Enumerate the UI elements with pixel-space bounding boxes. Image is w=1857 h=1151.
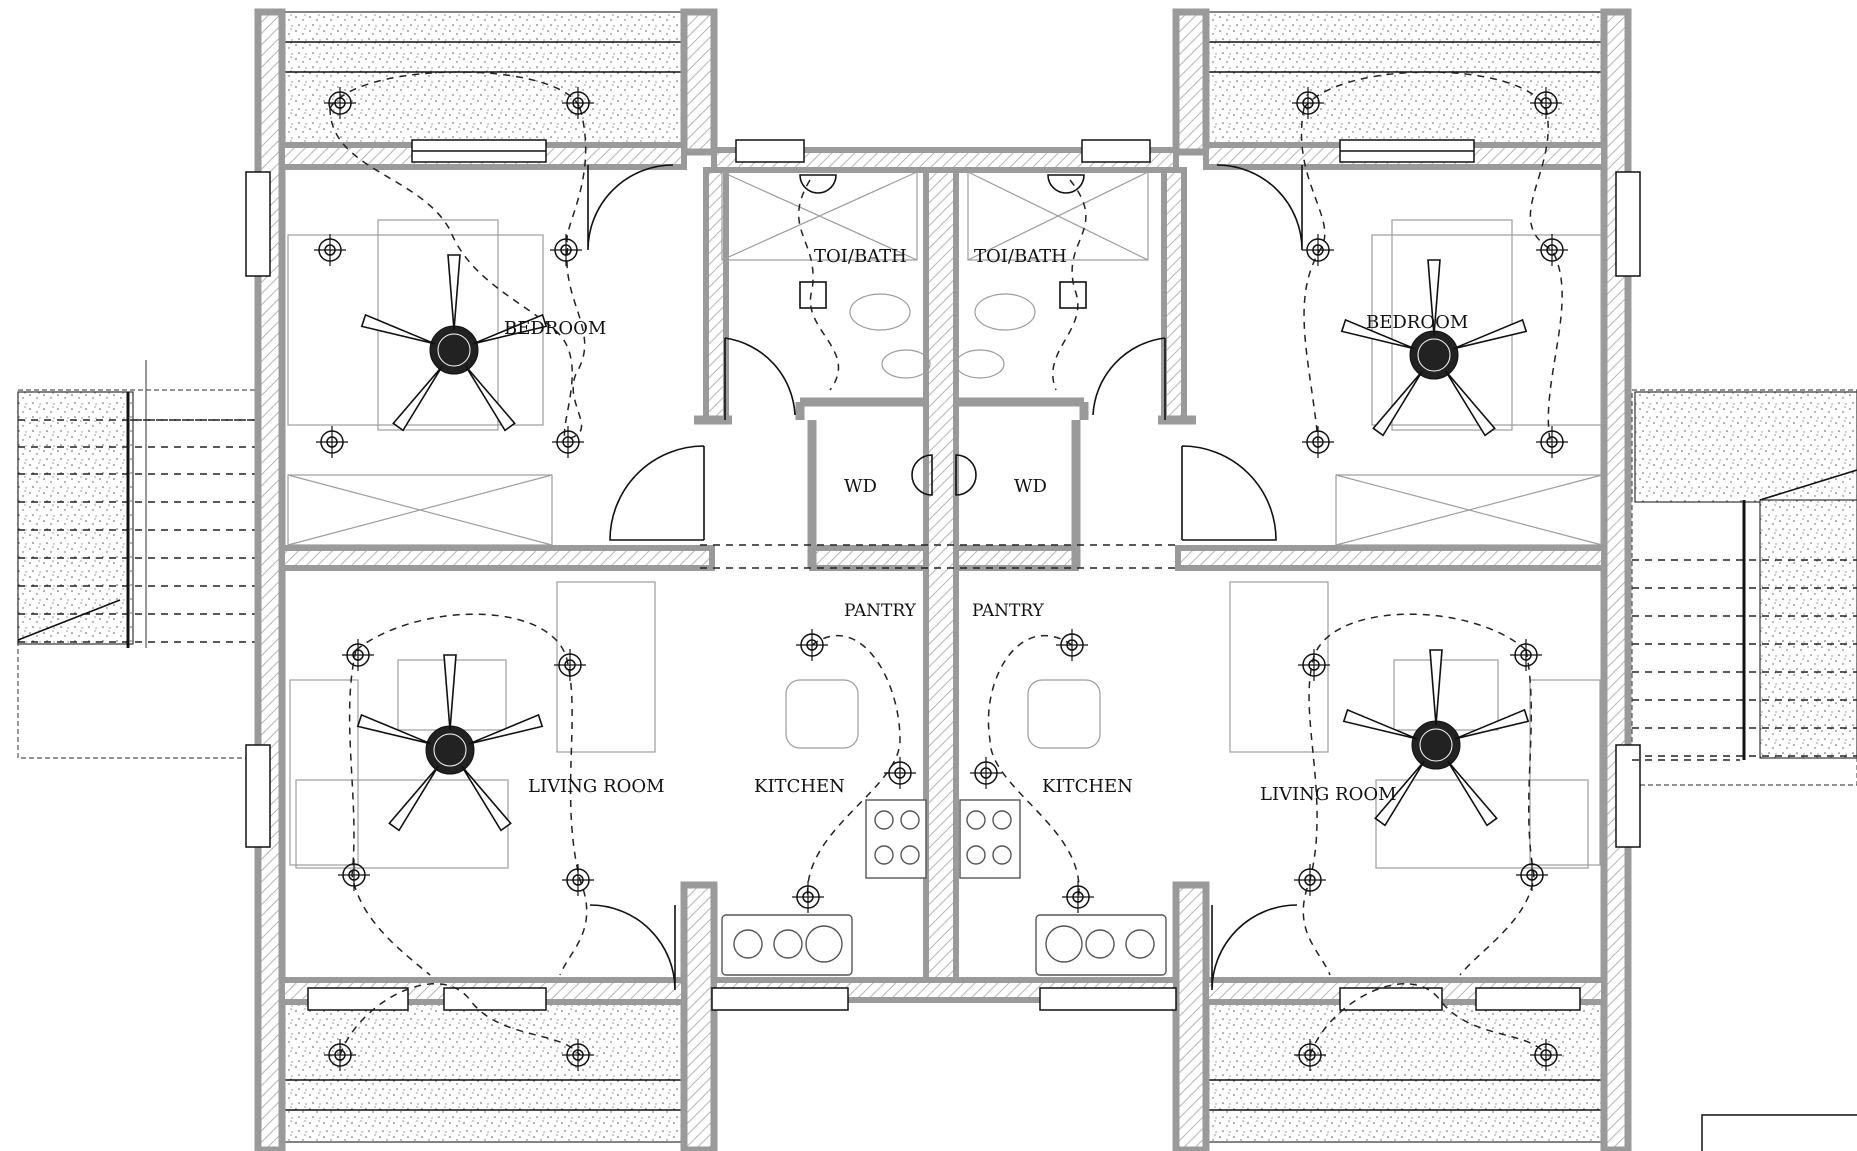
room-label-kitchen-left: KITCHEN [754,776,845,797]
room-label-living-right: LIVING ROOM [1260,784,1397,805]
balcony-bottom-right [1203,1001,1605,1143]
room-label-toi-bath-left: TOI/BATH [814,246,907,267]
staircase-left [17,360,259,759]
staircase-right [1631,389,1857,786]
balcony-bottom-left [281,1001,685,1143]
room-label-living-left: LIVING ROOM [528,776,665,797]
room-label-wd-right: WD [1014,476,1047,497]
sink-icon [733,925,1155,963]
room-label-kitchen-right: KITCHEN [1042,776,1133,797]
room-label-bedroom-left: BEDROOM [504,318,606,339]
balcony-top-right [1203,11,1605,149]
windows [245,139,1641,1011]
room-label-toi-bath-right: TOI/BATH [974,246,1067,267]
room-label-wd-left: WD [844,476,877,497]
title-block-frame [1701,1114,1857,1151]
room-label-bedroom-right: BEDROOM [1366,312,1468,333]
balcony-top-left [281,11,685,149]
room-label-pantry-left: PANTRY [844,601,917,621]
room-label-pantry-right: PANTRY [972,601,1045,621]
toilet-icon [799,174,1087,309]
stove-icon [874,810,1012,865]
interior-walls [279,167,1607,983]
door-swing-icon [587,164,1303,991]
